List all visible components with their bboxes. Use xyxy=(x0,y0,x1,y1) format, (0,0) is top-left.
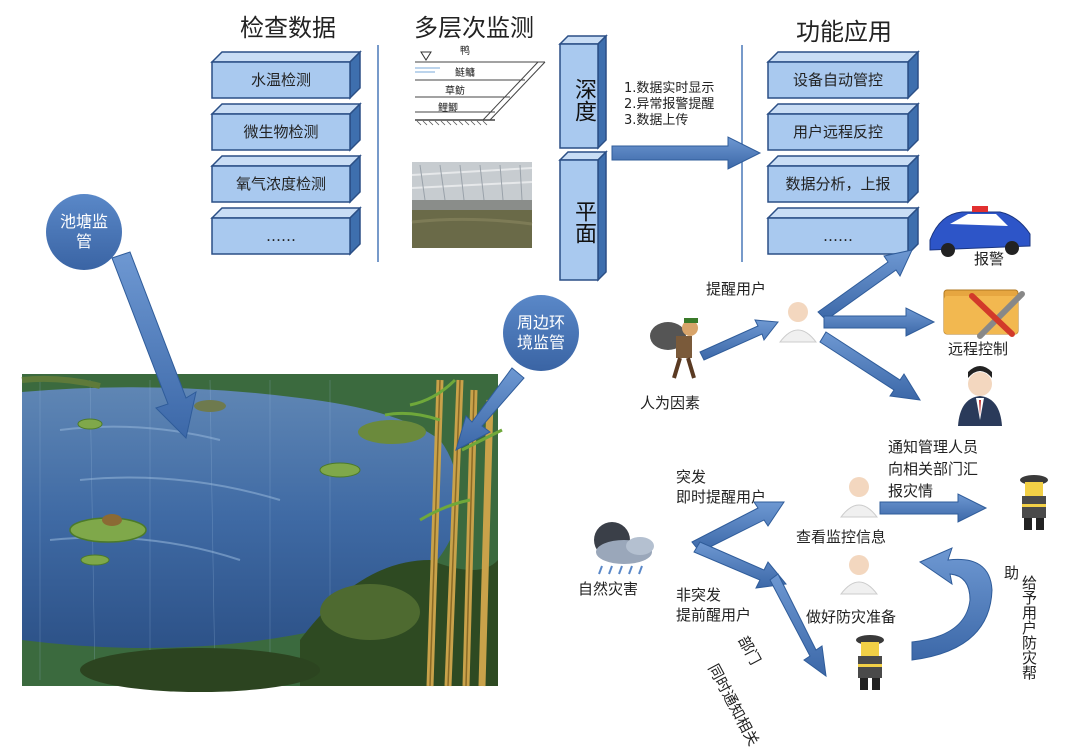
dimension-plane: 平面 xyxy=(571,200,596,244)
function-item-remote-control: 用户远程反控 xyxy=(792,123,883,141)
dimension-depth: 深度 xyxy=(571,78,596,122)
label-prepare: 做好防灾准备 xyxy=(806,608,897,626)
label-report-disaster: 报灾情 xyxy=(888,482,934,500)
pond-monitor-circle xyxy=(46,194,122,270)
arrow-user-to-remote xyxy=(823,307,936,337)
header-inspect: 检查数据 xyxy=(240,14,336,42)
inspect-box-2 xyxy=(210,102,362,152)
label-alarm: 报警 xyxy=(974,250,1005,268)
feature-alarm: 2.异常报警提醒 xyxy=(624,97,715,112)
label-help-user-end: 助 xyxy=(1002,564,1020,580)
header-function: 功能应用 xyxy=(796,18,892,46)
function-box-4 xyxy=(766,206,920,256)
arrow-to-function xyxy=(611,136,762,170)
inspect-item-microbe: 微生物检测 xyxy=(243,123,319,141)
pond-scene xyxy=(21,374,503,692)
inspect-item-water-temp: 水温检测 xyxy=(250,71,311,89)
user-figure-check xyxy=(839,477,879,518)
arrow-environment-monitor xyxy=(455,367,525,451)
inspect-box-1 xyxy=(210,50,362,100)
label-nonsudden: 非突发 xyxy=(676,586,722,604)
arrow-notify-dept xyxy=(769,573,827,678)
label-report-dept: 向相关部门汇 xyxy=(888,460,979,478)
label-remote-control: 远程控制 xyxy=(948,340,1009,358)
police-car-icon xyxy=(929,206,1031,257)
arrow-user-to-alarm xyxy=(817,249,913,321)
fish-layer-grass-carp: 草鲂 xyxy=(445,86,465,97)
thief-icon xyxy=(650,318,698,379)
label-natural-disaster: 自然灾害 xyxy=(578,580,639,598)
label-nonsudden-remind: 提前醒用户 xyxy=(676,606,752,624)
inspect-item-oxygen: 氧气浓度检测 xyxy=(235,175,326,193)
feature-realtime-display: 1.数据实时显示 xyxy=(624,81,715,96)
function-box-1 xyxy=(766,50,920,100)
label-sudden: 突发 xyxy=(676,468,707,486)
function-item-more: …… xyxy=(823,227,853,245)
firefighter-icon-bottom xyxy=(856,635,884,690)
plane-box xyxy=(558,150,608,282)
fish-layer-silver-carp: 鲢鳙 xyxy=(455,68,475,79)
pond-monitor-label: 池塘监管 xyxy=(59,212,108,251)
label-human-factor: 人为因素 xyxy=(640,394,701,412)
label-check-monitor: 查看监控信息 xyxy=(796,528,887,546)
arrow-user-to-manager xyxy=(819,331,921,401)
arrow-pond-monitor xyxy=(111,251,197,440)
manager-icon xyxy=(958,366,1002,426)
depth-box xyxy=(558,34,608,150)
inspect-item-more: …… xyxy=(266,227,296,245)
inspect-box-4 xyxy=(210,206,362,256)
arrow-disaster-nonsudden xyxy=(693,541,787,589)
function-item-auto-control: 设备自动管控 xyxy=(792,71,883,89)
function-item-data-report: 数据分析，上报 xyxy=(785,175,891,193)
arrow-report-disaster xyxy=(879,493,988,523)
fish-layer-duck: 鸭 xyxy=(460,46,470,57)
arrow-human-to-user xyxy=(699,319,779,361)
feature-upload: 3.数据上传 xyxy=(624,113,689,128)
header-multilayer: 多层次监测 xyxy=(414,14,534,42)
label-sudden-remind: 即时提醒用户 xyxy=(676,488,767,506)
fish-layer-illustration xyxy=(415,51,546,126)
user-figure-prepare xyxy=(839,555,879,595)
function-box-2 xyxy=(766,102,920,152)
function-box-3 xyxy=(766,154,920,204)
inspect-box-3 xyxy=(210,154,362,204)
firefighter-icon-top xyxy=(1020,475,1048,530)
label-notify-manager: 通知管理人员 xyxy=(888,438,979,456)
fish-layer-common-carp: 鲤鲫 xyxy=(438,103,458,114)
arrow-help-loop xyxy=(911,547,993,661)
remote-control-icon xyxy=(943,289,1025,339)
indoor-pond-photo xyxy=(411,162,533,248)
label-remind-user: 提醒用户 xyxy=(706,280,767,298)
environment-monitor-circle xyxy=(503,295,579,371)
storm-cloud-icon xyxy=(594,522,654,575)
diagram-graphics xyxy=(21,34,1048,692)
label-help-user: 给予用户防灾帮 xyxy=(1020,574,1038,680)
environment-monitor-label: 周边环境监管 xyxy=(516,313,565,352)
user-figure-remind xyxy=(778,302,818,343)
